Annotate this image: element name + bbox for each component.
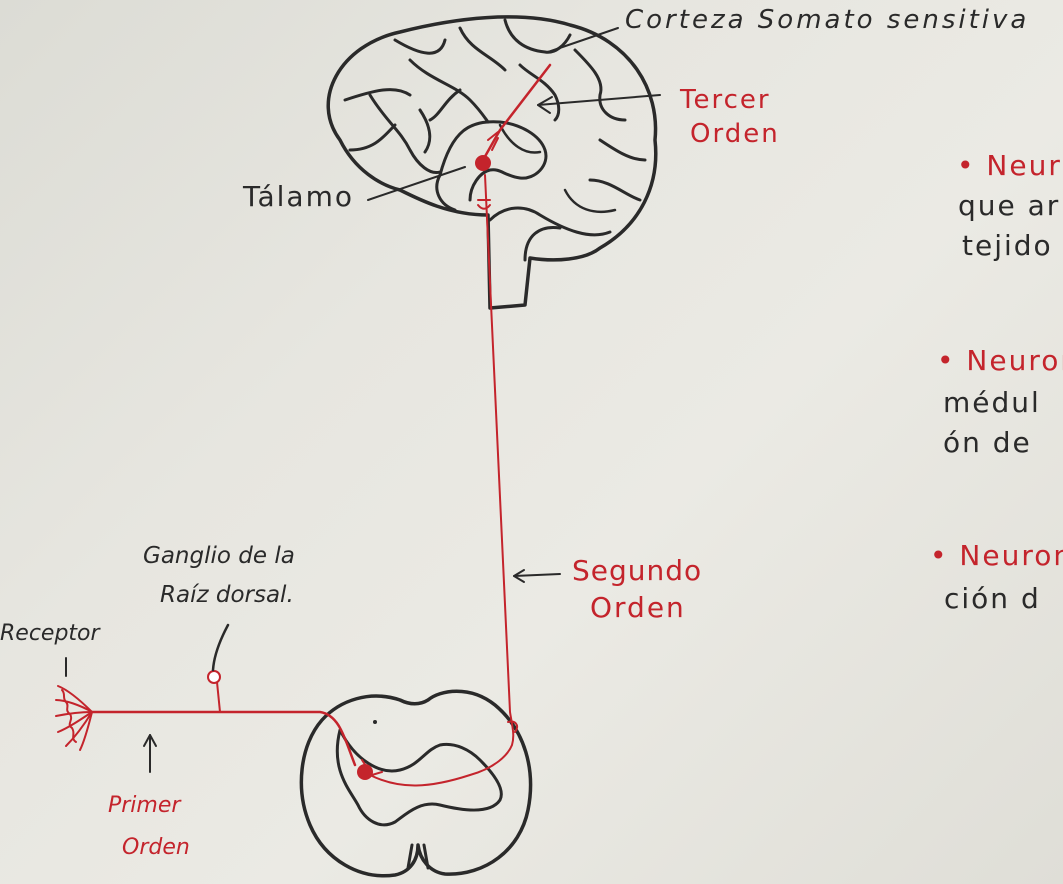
note-3-line1: • Neuron	[930, 539, 1063, 572]
note-1-line2: que ar	[958, 189, 1060, 222]
note-1-line1: • Neura	[957, 149, 1063, 182]
side-notes: • Neura que ar tejido • Neuron médul ón …	[930, 149, 1063, 615]
receptor-ending	[56, 686, 92, 750]
spinal-neuron-body	[357, 764, 373, 780]
note-3-line2: ción d	[944, 582, 1041, 615]
brain-drawing	[328, 17, 656, 308]
ganglion-branch	[217, 682, 220, 712]
pointer-lines	[66, 28, 660, 772]
note-1-line3: tejido	[962, 229, 1053, 262]
talamo-label: Tálamo	[242, 180, 354, 213]
note-2-line2: médul	[943, 386, 1041, 419]
segundo-label-line2: Orden	[590, 591, 686, 624]
ganglio-label-line2: Raíz dorsal.	[160, 582, 294, 608]
black-labels: Corteza Somato sensitiva Tálamo Ganglio …	[0, 5, 1029, 646]
ganglion-cell-body	[208, 671, 220, 683]
first-order-neuron	[90, 712, 355, 765]
note-2-line3: ón de	[943, 426, 1032, 459]
note-2-line1: • Neuron	[937, 344, 1063, 377]
second-order-terminal	[478, 200, 490, 209]
segundo-orden-arrow	[514, 574, 560, 576]
receptor-label: Receptor	[0, 621, 102, 646]
tercer-label-line2: Orden	[690, 119, 780, 149]
primer-label-line2: Orden	[122, 835, 190, 860]
primer-label-line1: Primer	[108, 793, 182, 818]
segundo-label-line1: Segundo	[572, 554, 702, 587]
ganglion-stalk	[213, 625, 228, 670]
cortex-label: Corteza Somato sensitiva	[625, 5, 1029, 35]
tercer-label-line1: Tercer	[679, 85, 771, 115]
thalamus-neuron-body	[475, 155, 491, 171]
ganglio-label-line1: Ganglio de la	[143, 543, 295, 569]
spinal-cord-drawing	[301, 691, 530, 876]
